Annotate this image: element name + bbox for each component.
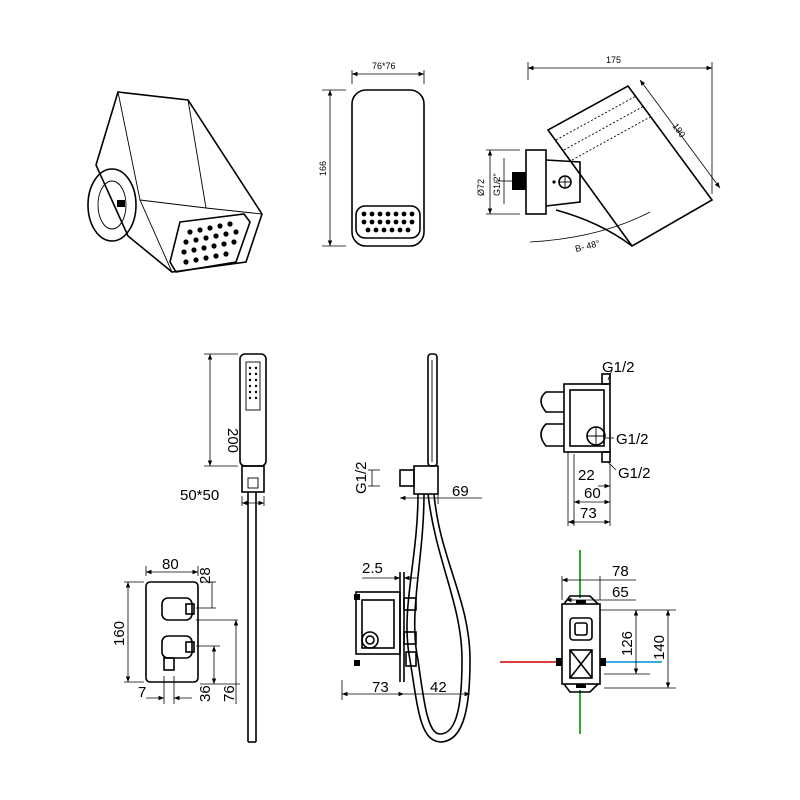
side-thread-label: G1/2" [492, 173, 502, 196]
front-width-label: 76*76 [372, 61, 396, 71]
side-thread-g12-label: G1/2 [353, 461, 370, 494]
valve-d22-label: 22 [578, 467, 595, 484]
valve-w78-label: 78 [612, 563, 629, 580]
shower-head-side-view [486, 62, 721, 248]
shower-head-perspective [87, 91, 263, 273]
plate-knob-offset-label: 7 [138, 684, 146, 701]
plate-height-label: 160 [111, 621, 128, 646]
valve-d73-label: 73 [580, 505, 597, 522]
side-body-depth-label: 73 [372, 679, 389, 696]
valve-h126-label: 126 [619, 631, 636, 656]
hand-shower-length-label: 200 [224, 428, 241, 453]
valve-top-view [540, 369, 617, 526]
side-angle-label: B- 48° [574, 238, 601, 254]
valve-w65-label: 65 [612, 584, 629, 601]
plate-top-offset-label: 28 [197, 567, 214, 584]
plate-spacing-76-label: 76 [221, 685, 238, 702]
wall-plate-front [124, 566, 240, 704]
valve-port-top-label: G1/2 [602, 359, 635, 376]
mixer-side-section [341, 353, 482, 743]
valve-front-view [500, 550, 676, 734]
front-height-label: 166 [318, 161, 328, 176]
valve-port-mid-label: G1/2 [616, 431, 649, 448]
plate-width-label: 80 [162, 556, 179, 573]
side-gap-label: 2.5 [362, 560, 383, 577]
side-outlet-depth-label: 69 [452, 483, 469, 500]
hand-shower-front [204, 353, 267, 743]
side-diameter-label: Ø72 [476, 179, 486, 196]
bracket-size-label: 50*50 [180, 487, 219, 504]
valve-h140-label: 140 [651, 635, 668, 660]
valve-d60-label: 60 [584, 485, 601, 502]
side-cover-depth-label: 42 [430, 679, 447, 696]
shower-head-front-view [322, 70, 425, 247]
side-length-label: 175 [606, 55, 621, 65]
plate-spacing-36-label: 36 [197, 685, 214, 702]
nozzle-dots [181, 221, 239, 265]
valve-port-bot-label: G1/2 [618, 465, 651, 482]
